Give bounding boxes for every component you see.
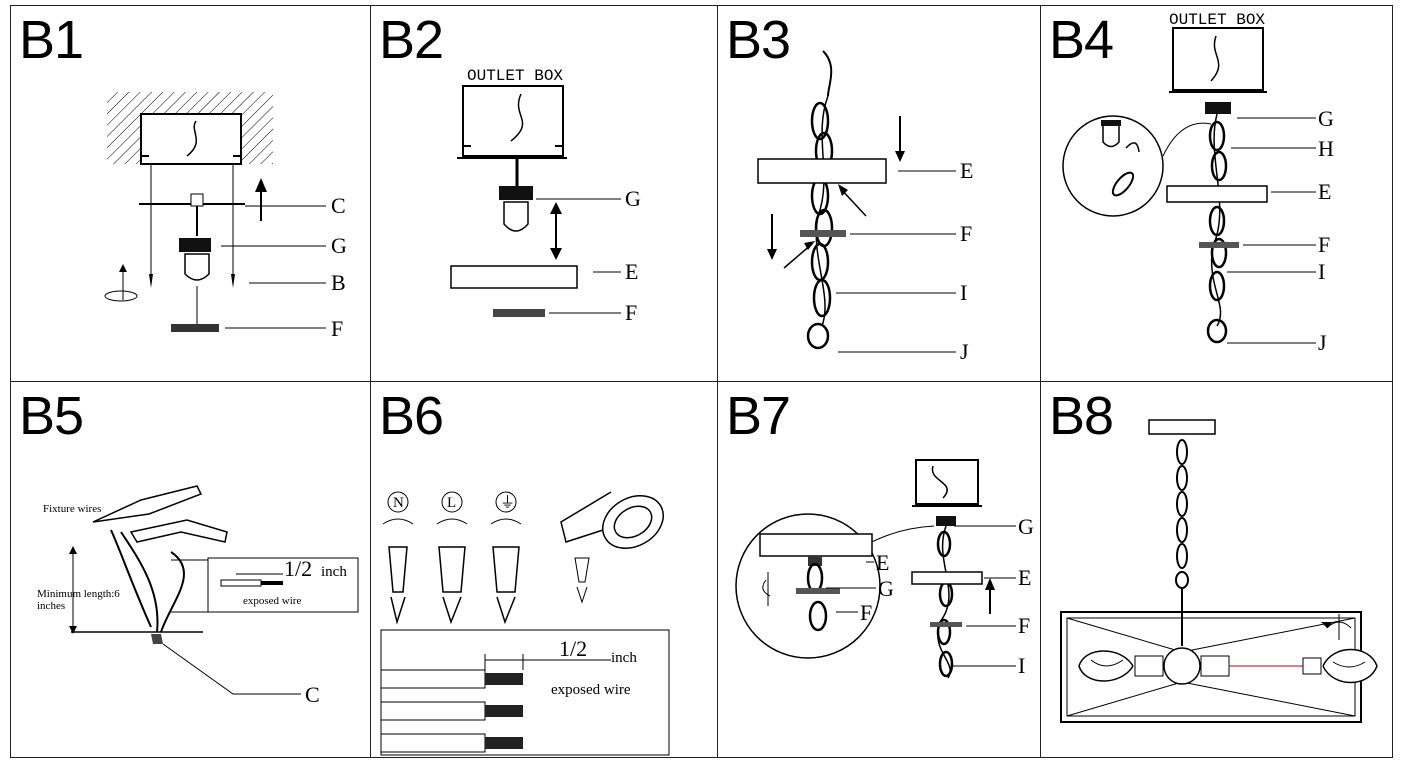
b4-diagram: OUTLET BOX G H E F I J	[1062, 11, 1334, 355]
panel-b6: B6 N L ⏚	[370, 381, 718, 758]
label-b: B	[331, 270, 346, 295]
panel-title: B3	[726, 10, 791, 70]
label-e: E	[625, 259, 638, 284]
b5-diagram: Fixture wires Minimum length:6 inches 1/…	[37, 485, 359, 707]
label-i: I	[960, 280, 967, 305]
wire-strips	[380, 669, 523, 753]
connector-l: L	[436, 491, 468, 625]
panel-title: B5	[19, 386, 84, 446]
b1-diagram: C G B F	[104, 92, 347, 341]
min-length-label: Minimum length:6	[37, 588, 120, 600]
exposed-wire-label: exposed wire	[551, 682, 631, 698]
label-i: I	[1318, 259, 1325, 284]
outlet-box-label: OUTLET BOX	[1169, 11, 1265, 29]
connector-ground: ⏚	[490, 491, 522, 625]
b6-diagram: N L ⏚	[380, 491, 670, 756]
outlet-box-label: OUTLET BOX	[467, 67, 563, 85]
label-j: J	[1318, 330, 1327, 355]
panel-b1: B1 C G B F	[10, 5, 371, 382]
label-f: F	[1318, 232, 1330, 257]
panel-title: B7	[726, 386, 791, 446]
measure-unit: inch	[321, 564, 347, 580]
b3-diagram: E F I J	[757, 50, 973, 364]
inset-label-e: E	[876, 550, 889, 575]
label-g: G	[1018, 514, 1034, 539]
label-g: G	[625, 186, 641, 211]
svg-text:⏚: ⏚	[500, 494, 515, 511]
svg-text:L: L	[447, 495, 456, 511]
label-c: C	[331, 193, 346, 218]
b2-diagram: OUTLET BOX G E F	[450, 67, 641, 325]
panel-title: B6	[379, 386, 444, 446]
label-e: E	[1018, 565, 1031, 590]
label-e: E	[1318, 179, 1331, 204]
b7-diagram: G E F I E G F	[735, 459, 1034, 679]
measure-unit: inch	[611, 650, 637, 666]
inset-label-f: F	[860, 600, 872, 625]
connector-n: N	[382, 491, 414, 625]
panel-b4: B4 OUTLET BOX G H E F I	[1040, 5, 1393, 382]
measure-value: 1/2	[559, 636, 587, 661]
label-f: F	[331, 316, 343, 341]
label-c: C	[305, 682, 320, 707]
inset-label-g: G	[878, 576, 894, 601]
label-e: E	[960, 158, 973, 183]
label-g: G	[331, 233, 347, 258]
svg-text:N: N	[393, 495, 404, 511]
panel-title: B2	[379, 10, 444, 70]
panel-title: B1	[19, 10, 84, 70]
ceiling-hatch	[107, 92, 273, 165]
min-length-unit: inches	[37, 600, 65, 612]
panel-title: B4	[1049, 10, 1114, 70]
tape-roll-icon	[560, 491, 664, 604]
panel-b5: B5 Fixture wires Minimum length:6 inches…	[10, 381, 371, 758]
fixture-wires-label: Fixture wires	[43, 503, 101, 515]
label-f: F	[625, 300, 637, 325]
label-g: G	[1318, 106, 1334, 131]
panel-b2: B2 OUTLET BOX G E F	[370, 5, 718, 382]
label-h: H	[1318, 136, 1334, 161]
panel-b8: B8	[1040, 381, 1393, 758]
panel-title: B8	[1049, 386, 1114, 446]
measure-value: 1/2	[284, 556, 312, 581]
panel-b7: B7 G E F I	[717, 381, 1041, 758]
exposed-wire-label: exposed wire	[243, 595, 301, 607]
label-f: F	[960, 221, 972, 246]
label-f: F	[1018, 613, 1030, 638]
b8-diagram	[1060, 419, 1378, 723]
label-i: I	[1018, 653, 1025, 678]
panel-b3: B3 E F I J	[717, 5, 1041, 382]
label-j: J	[960, 339, 969, 364]
